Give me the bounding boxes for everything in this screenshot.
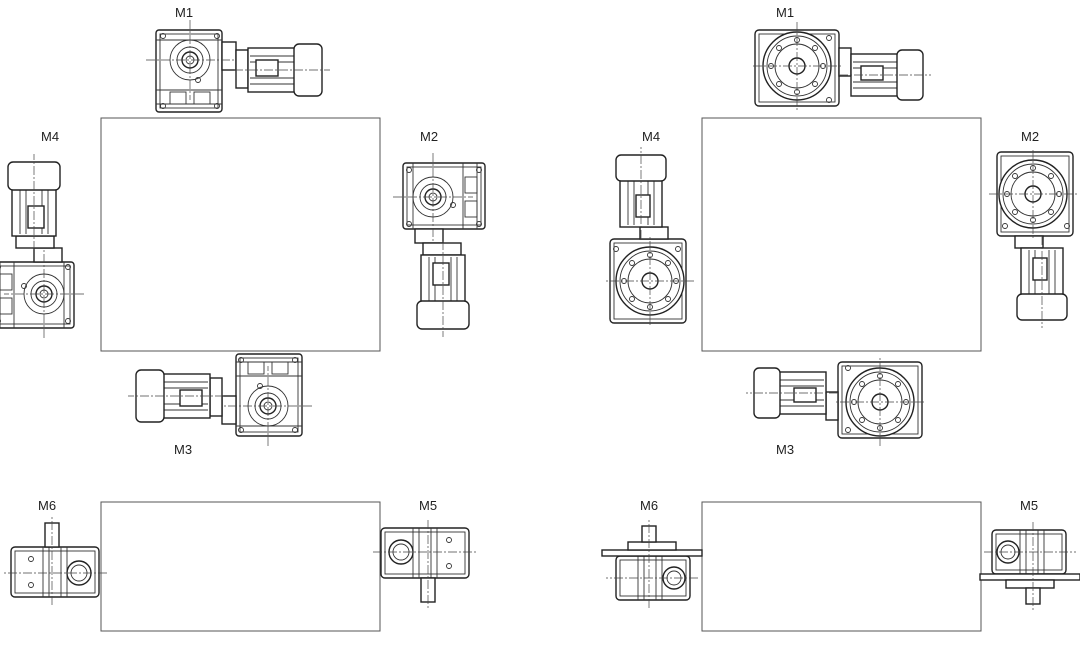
gear-motor-m2 [392, 152, 486, 338]
position-label-m3: M3 [174, 442, 192, 457]
position-label-m6: M6 [640, 498, 658, 513]
panel-flange-m5-m6: M6 M5 [601, 498, 1080, 632]
gear-motor-m4 [605, 146, 695, 326]
gear-motor-m1 [145, 19, 331, 113]
panel-foot-m5-m6: M6 M5 [2, 498, 478, 632]
gearbox-m6 [2, 516, 108, 606]
position-label-m5: M5 [419, 498, 437, 513]
position-label-m1: M1 [175, 5, 193, 20]
gear-motor-m3 [745, 357, 925, 447]
mounting-surface-frame [701, 501, 982, 632]
position-label-m1: M1 [776, 5, 794, 20]
position-label-m2: M2 [1021, 129, 1039, 144]
mounting-surface-frame [100, 117, 381, 352]
panel-flange-m1-m4: M1 M2 M3 M4 [605, 5, 1078, 457]
gear-motor-m1 [752, 21, 932, 111]
gearbox-m5 [979, 521, 1080, 611]
gearbox-m5 [372, 519, 478, 609]
position-label-m4: M4 [41, 129, 59, 144]
gearbox-m6 [601, 519, 703, 609]
position-label-m2: M2 [420, 129, 438, 144]
mounting-surface-frame [701, 117, 982, 352]
panel-foot-m1-m4: M1 M2 M3 M4 [0, 5, 486, 457]
position-label-m4: M4 [642, 129, 660, 144]
gear-motor-m4 [0, 153, 85, 339]
position-label-m5: M5 [1020, 498, 1038, 513]
mounting-surface-frame [100, 501, 381, 632]
position-label-m6: M6 [38, 498, 56, 513]
gear-motor-m2 [988, 149, 1078, 329]
gear-motor-m3 [127, 353, 313, 447]
position-label-m3: M3 [776, 442, 794, 457]
